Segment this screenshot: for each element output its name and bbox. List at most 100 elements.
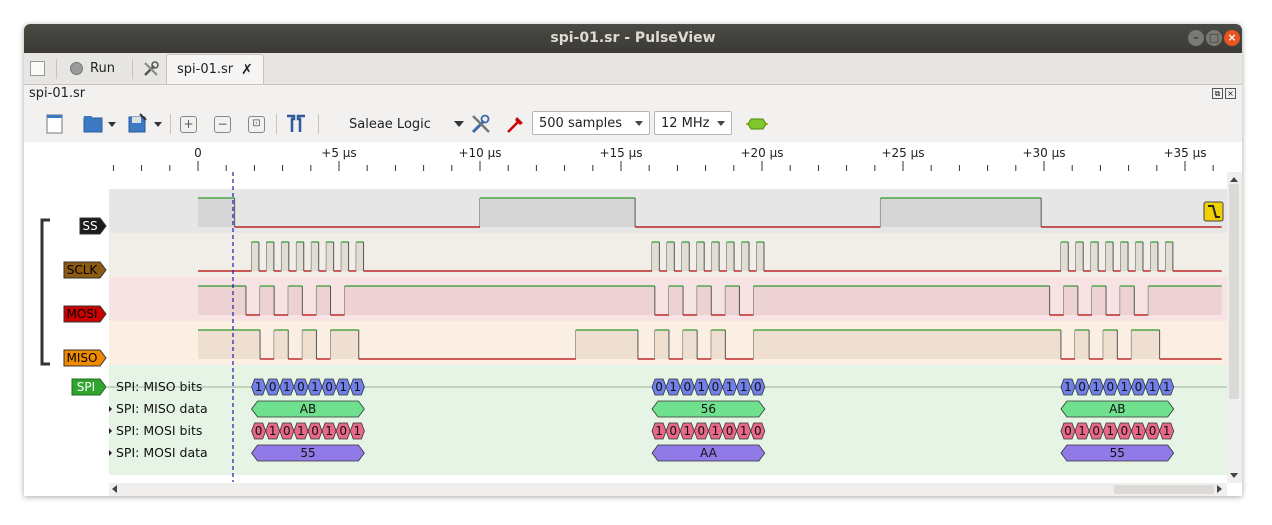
channel-name: MISO: [67, 351, 98, 365]
data-annotation[interactable]: [651, 400, 766, 418]
ruler-tick-label: +25 µs: [881, 146, 924, 160]
bit-value: 1: [1078, 424, 1086, 438]
settings-tools-icon[interactable]: [142, 53, 160, 84]
tab-label: spi-01.sr: [177, 62, 234, 77]
bit-value: 1: [1149, 380, 1157, 394]
bit-value: 1: [1121, 380, 1129, 394]
bit-value: 0: [325, 380, 333, 394]
bit-annotation[interactable]: [349, 378, 365, 396]
new-session-icon[interactable]: [44, 112, 66, 136]
maximize-button[interactable]: □: [1206, 30, 1222, 46]
bit-value: 0: [1092, 424, 1100, 438]
bit-value: 1: [740, 424, 748, 438]
bit-value: 0: [754, 380, 762, 394]
channel-name: MOSI: [67, 307, 98, 321]
close-window-button[interactable]: ×: [1224, 30, 1240, 46]
device-selector[interactable]: Saleae Logic: [349, 112, 431, 136]
bit-value: 1: [683, 424, 691, 438]
data-annotation[interactable]: [251, 400, 365, 418]
channel-label-ss[interactable]: SS: [79, 217, 107, 235]
new-view-icon[interactable]: [30, 53, 45, 84]
channel-labels: SS SCLK MOSI MISO: [63, 217, 107, 367]
bit-value: 0: [269, 380, 277, 394]
window-title: spi-01.sr - PulseView: [550, 30, 716, 46]
bit-value: 1: [354, 380, 362, 394]
vertical-scrollbar[interactable]: [1227, 172, 1242, 483]
bit-value: 1: [1106, 424, 1114, 438]
device-name: Saleae Logic: [349, 116, 431, 132]
bit-annotation[interactable]: [349, 422, 365, 440]
bit-value: 0: [754, 424, 762, 438]
channel-label-mosi[interactable]: MOSI: [63, 305, 107, 323]
run-state-icon: [70, 62, 83, 75]
bit-annotation[interactable]: [1159, 422, 1175, 440]
samplerate-value: 12 MHz: [661, 115, 710, 131]
data-annotation[interactable]: [1060, 444, 1175, 462]
add-decoder-icon[interactable]: [744, 112, 770, 136]
bit-value: 1: [726, 380, 734, 394]
bit-value: 1: [339, 380, 347, 394]
data-value: AB: [1109, 402, 1125, 416]
data-annotation[interactable]: [651, 444, 766, 462]
channel-label-miso[interactable]: MISO: [63, 349, 107, 367]
zoom-out-icon[interactable]: −: [214, 112, 231, 136]
device-chevron-icon[interactable]: [454, 112, 464, 136]
bit-value: 1: [1064, 380, 1072, 394]
close-tab-icon[interactable]: ✗: [241, 61, 253, 78]
open-file-icon[interactable]: [82, 112, 106, 136]
cursor-markers-icon[interactable]: [284, 112, 308, 136]
bit-value: 1: [669, 380, 677, 394]
data-annotation[interactable]: [251, 444, 365, 462]
device-config-icon[interactable]: [470, 112, 492, 136]
miso-trace: [198, 329, 1222, 360]
trace-canvas[interactable]: 0+5 µs+10 µs+15 µs+20 µs+25 µs+30 µs+35 …: [24, 142, 1242, 496]
ruler-tick-label: 0: [194, 146, 202, 160]
samples-value: 500 samples: [539, 115, 622, 131]
channel-name: SS: [82, 219, 97, 233]
zoom-in-icon[interactable]: +: [180, 112, 197, 136]
save-menu-chevron-icon[interactable]: [154, 112, 162, 136]
expand-row-icon[interactable]: [109, 428, 112, 434]
trace-viewport[interactable]: 0+5 µs+10 µs+15 µs+20 µs+25 µs+30 µs+35 …: [24, 142, 1242, 496]
bit-annotation[interactable]: [1159, 378, 1175, 396]
samples-combo[interactable]: 500 samples: [532, 111, 650, 135]
horizontal-scrollbar[interactable]: [109, 483, 1227, 496]
close-dock-icon[interactable]: ×: [1225, 88, 1236, 99]
zoom-fit-icon[interactable]: ⊡: [248, 112, 265, 136]
session-label: spi-01.sr: [29, 86, 86, 101]
bit-value: 0: [683, 380, 691, 394]
ruler-tick-label: +10 µs: [458, 146, 501, 160]
bit-value: 0: [283, 424, 291, 438]
bit-value: 1: [269, 424, 277, 438]
float-dock-icon[interactable]: ⧉: [1212, 88, 1223, 99]
trigger-edge-icon[interactable]: [1203, 201, 1224, 222]
bit-value: 0: [1121, 424, 1129, 438]
decoder-row-label: SPI: MISO data: [116, 401, 208, 416]
ruler-tick-label: +20 µs: [740, 146, 783, 160]
probe-config-icon[interactable]: [504, 112, 526, 136]
expand-row-icon[interactable]: [109, 406, 112, 412]
bit-value: 1: [283, 380, 291, 394]
save-file-icon[interactable]: [126, 112, 150, 136]
mosi-trace: [198, 285, 1222, 316]
bit-value: 1: [698, 380, 706, 394]
decoder-row-label: SPI: MOSI bits: [116, 423, 202, 438]
bit-annotation[interactable]: [750, 378, 766, 396]
tab-spi-01[interactable]: spi-01.sr ✗: [166, 54, 264, 84]
bit-value: 1: [655, 424, 663, 438]
data-annotation[interactable]: [1060, 400, 1175, 418]
pulseview-window: spi-01.sr - PulseView – □ × Run spi-01.s…: [24, 24, 1242, 496]
minimize-button[interactable]: –: [1188, 30, 1204, 46]
decoder-label-spi[interactable]: SPI: [71, 378, 107, 396]
channel-label-sclk[interactable]: SCLK: [63, 261, 107, 279]
samplerate-combo[interactable]: 12 MHz: [654, 111, 732, 135]
bit-annotation[interactable]: [750, 422, 766, 440]
bit-value: 1: [354, 424, 362, 438]
run-button[interactable]: Run: [70, 53, 115, 84]
open-menu-chevron-icon[interactable]: [108, 112, 116, 136]
bit-value: 1: [311, 380, 319, 394]
expand-row-icon[interactable]: [109, 450, 112, 456]
